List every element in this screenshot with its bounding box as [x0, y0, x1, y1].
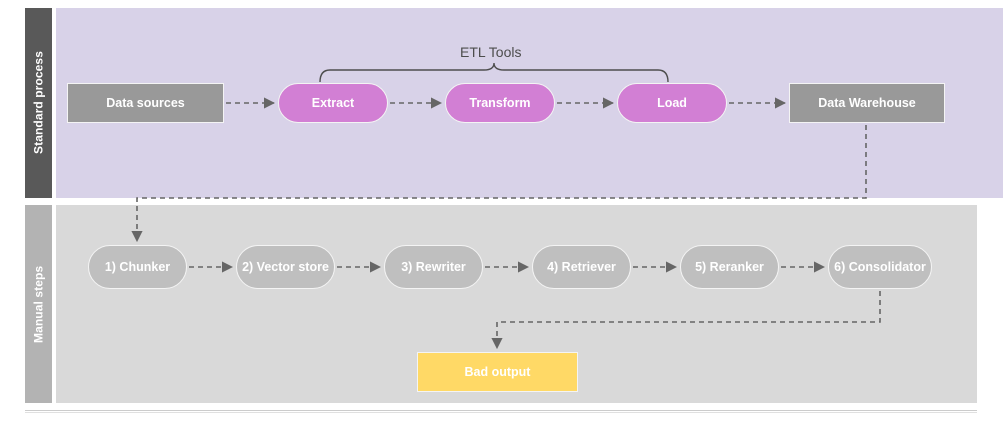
- node-consolidator-label: 6) Consolidator: [834, 259, 926, 274]
- node-load[interactable]: Load: [617, 83, 727, 123]
- lane-label-manual-steps: Manual steps: [25, 205, 52, 403]
- node-bad-output-label: Bad output: [464, 364, 531, 379]
- etl-tools-label-text: ETL Tools: [460, 44, 522, 60]
- node-rewriter[interactable]: 3) Rewriter: [384, 245, 483, 289]
- node-chunker-label: 1) Chunker: [104, 259, 171, 274]
- lane-label-standard-process-text: Standard process: [31, 51, 46, 155]
- node-consolidator[interactable]: 6) Consolidator: [828, 245, 932, 289]
- lane-label-manual-steps-text: Manual steps: [31, 265, 46, 343]
- node-retriever-label: 4) Retriever: [547, 259, 616, 274]
- node-retriever[interactable]: 4) Retriever: [532, 245, 631, 289]
- bottom-divider: [25, 410, 977, 413]
- node-data-sources[interactable]: Data sources: [67, 83, 224, 123]
- node-extract[interactable]: Extract: [278, 83, 388, 123]
- node-rewriter-label: 3) Rewriter: [401, 259, 466, 274]
- node-chunker[interactable]: 1) Chunker: [88, 245, 187, 289]
- node-vector-store[interactable]: 2) Vector store: [236, 245, 335, 289]
- node-reranker[interactable]: 5) Reranker: [680, 245, 779, 289]
- node-vector-store-label: 2) Vector store: [242, 259, 329, 274]
- node-transform[interactable]: Transform: [445, 83, 555, 123]
- lane-label-standard-process: Standard process: [25, 8, 52, 198]
- node-extract-label: Extract: [311, 95, 355, 110]
- node-data-warehouse[interactable]: Data Warehouse: [789, 83, 945, 123]
- node-bad-output[interactable]: Bad output: [417, 352, 578, 392]
- node-load-label: Load: [657, 95, 687, 110]
- node-data-sources-label: Data sources: [106, 95, 185, 110]
- etl-tools-label: ETL Tools: [460, 44, 521, 60]
- node-transform-label: Transform: [469, 95, 531, 110]
- node-reranker-label: 5) Reranker: [695, 259, 764, 274]
- node-data-warehouse-label: Data Warehouse: [818, 95, 916, 110]
